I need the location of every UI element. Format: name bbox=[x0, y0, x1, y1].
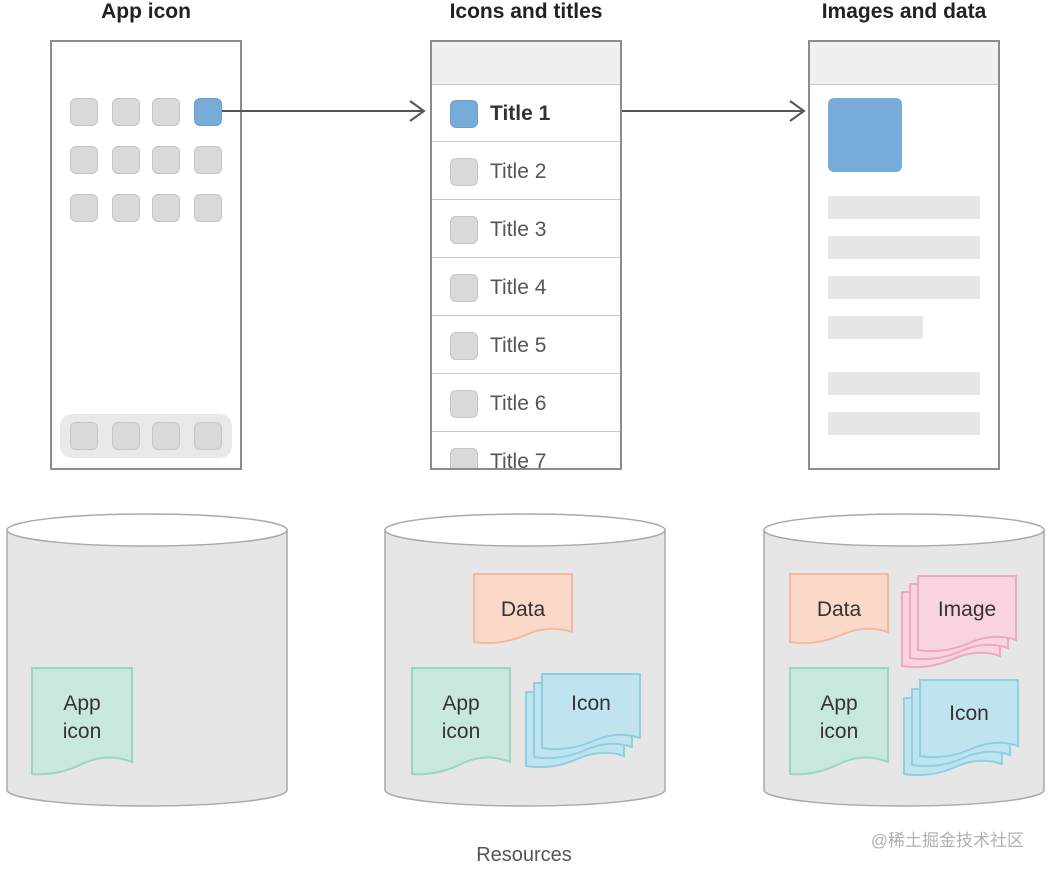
navigation-bar bbox=[810, 42, 998, 85]
text-line-placeholder bbox=[828, 372, 980, 395]
list-row: Title 1 bbox=[432, 84, 620, 142]
app-icon-placeholder bbox=[112, 194, 140, 222]
app-icon-placeholder bbox=[70, 194, 98, 222]
row-title: Title 6 bbox=[490, 392, 547, 415]
dock-icon bbox=[112, 422, 140, 450]
list-row: Title 5 bbox=[432, 316, 620, 374]
list-screen-phone: Title 1 Title 2 Title 3 Title 4 Title 5 … bbox=[430, 40, 622, 470]
row-title: Title 5 bbox=[490, 334, 547, 357]
image-label: Image bbox=[937, 598, 997, 621]
icon-document-stack bbox=[919, 679, 1019, 759]
image-document-stack bbox=[917, 575, 1017, 653]
list-row: Title 7 bbox=[432, 432, 620, 470]
row-title: Title 3 bbox=[490, 218, 547, 241]
row-icon bbox=[450, 100, 478, 128]
detail-image-placeholder bbox=[828, 98, 902, 172]
text-line-placeholder bbox=[828, 196, 980, 219]
column-title-icons-and-titles: Icons and titles bbox=[449, 0, 603, 23]
icon-label: Icon bbox=[949, 702, 989, 725]
row-icon bbox=[450, 216, 478, 244]
row-title: Title 7 bbox=[490, 450, 547, 470]
data-label: Data bbox=[816, 598, 862, 621]
row-title: Title 4 bbox=[490, 276, 547, 299]
data-document bbox=[473, 573, 573, 645]
list-row: Title 4 bbox=[432, 258, 620, 316]
row-title: Title 1 bbox=[490, 102, 551, 125]
row-icon bbox=[450, 274, 478, 302]
row-icon bbox=[450, 332, 478, 360]
row-icon bbox=[450, 448, 478, 468]
app-icon-placeholder bbox=[194, 194, 222, 222]
app-icon-placeholder bbox=[70, 98, 98, 126]
dock-icon bbox=[152, 422, 180, 450]
home-screen-phone bbox=[50, 40, 242, 470]
list-row: Title 3 bbox=[432, 200, 620, 258]
dock bbox=[60, 414, 232, 458]
data-label: Data bbox=[500, 598, 546, 621]
app-icon-document bbox=[411, 667, 511, 776]
dock-icon bbox=[194, 422, 222, 450]
column-title-images-and-data: Images and data bbox=[821, 0, 987, 23]
data-document bbox=[789, 573, 889, 645]
icon-document-stack bbox=[541, 673, 641, 751]
app-icon-document bbox=[31, 667, 133, 776]
text-line-placeholder bbox=[828, 236, 980, 259]
app-icon-placeholder bbox=[152, 194, 180, 222]
list-row: Title 2 bbox=[432, 142, 620, 200]
row-icon bbox=[450, 390, 478, 418]
app-icon-placeholder bbox=[112, 146, 140, 174]
list-row: Title 6 bbox=[432, 374, 620, 432]
diagram-caption: Resources bbox=[476, 844, 572, 866]
text-line-placeholder bbox=[828, 316, 923, 339]
watermark: @稀土掘金技术社区 bbox=[870, 831, 1024, 850]
row-title: Title 2 bbox=[490, 160, 547, 183]
detail-screen-phone bbox=[808, 40, 1000, 470]
app-icon-placeholder bbox=[194, 146, 222, 174]
row-icon bbox=[450, 158, 478, 186]
text-line-placeholder bbox=[828, 412, 980, 435]
text-line-placeholder bbox=[828, 276, 980, 299]
app-icon-placeholder bbox=[112, 98, 140, 126]
navigation-bar bbox=[432, 42, 620, 85]
dock-icon bbox=[70, 422, 98, 450]
highlighted-app-icon bbox=[194, 98, 222, 126]
app-icon-document bbox=[789, 667, 889, 776]
app-icon-placeholder bbox=[70, 146, 98, 174]
app-icon-placeholder bbox=[152, 98, 180, 126]
column-title-app-icon: App icon bbox=[101, 0, 191, 23]
app-icon-placeholder bbox=[152, 146, 180, 174]
icon-label: Icon bbox=[571, 692, 611, 715]
